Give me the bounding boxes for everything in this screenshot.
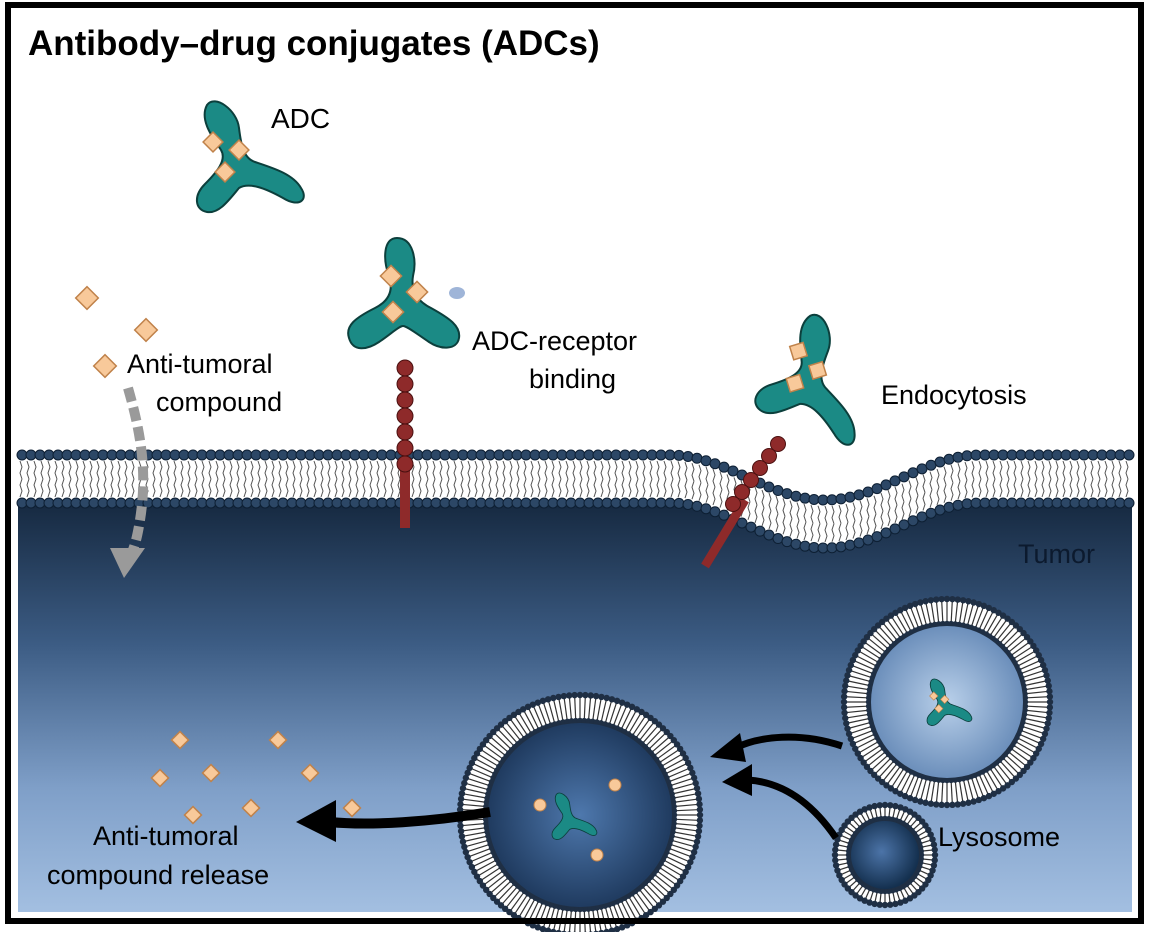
drug-diamond	[135, 319, 158, 342]
label-binding-1: ADC-receptor	[472, 326, 637, 356]
small-ligand	[449, 287, 465, 299]
adc-bound-antibody	[348, 238, 459, 348]
label-binding-2: binding	[529, 364, 616, 394]
label-compound-2: compound	[156, 387, 282, 417]
page-title: Antibody–drug conjugates (ADCs)	[28, 24, 600, 63]
drug-diamond	[809, 362, 826, 379]
drug-diamond	[94, 355, 117, 378]
drug-diamond	[786, 375, 803, 392]
label-adc: ADC	[271, 103, 330, 134]
label-endocytosis: Endocytosis	[881, 380, 1027, 410]
drug-diamond	[76, 287, 99, 310]
label-release-1: Anti-tumoral	[93, 821, 239, 851]
endosome	[841, 596, 1053, 808]
label-compound-1: Anti-tumoral	[127, 349, 273, 379]
label-tumor: Tumor	[1018, 539, 1095, 569]
drug-diamond	[790, 342, 807, 359]
adc-endocytosed-antibody	[751, 308, 897, 456]
label-release-2: compound release	[47, 860, 269, 890]
label-lysosome: Lysosome	[938, 822, 1060, 852]
